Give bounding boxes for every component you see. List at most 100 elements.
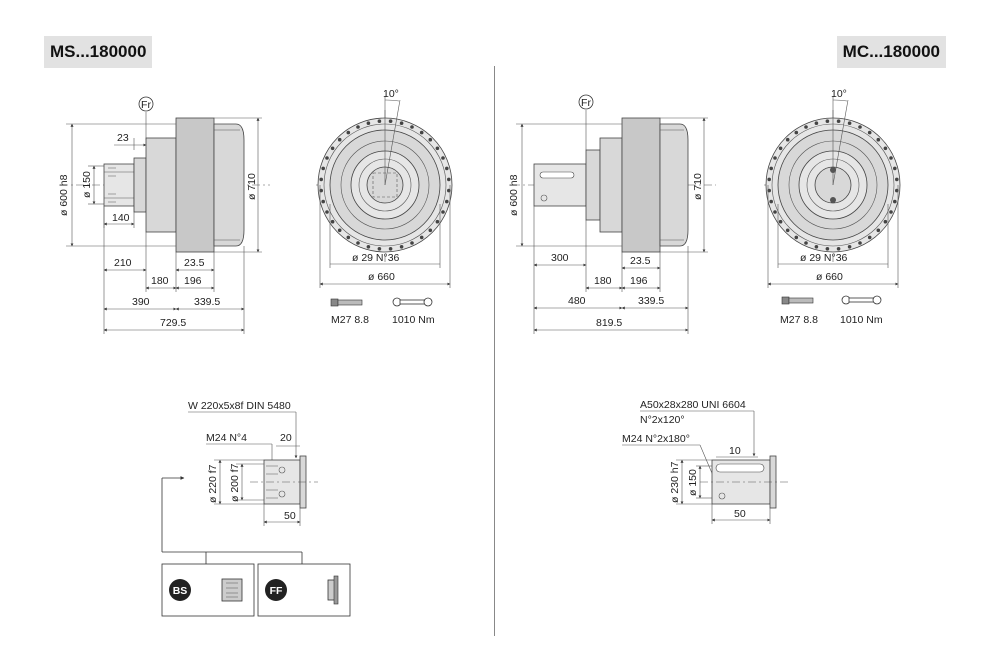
bolt-hole bbox=[319, 188, 324, 193]
center-divider bbox=[494, 66, 495, 636]
right-dim-300: 300 bbox=[551, 252, 569, 264]
bolt-hole bbox=[769, 199, 773, 204]
bolt-hole bbox=[419, 235, 424, 240]
bolt-hole bbox=[330, 146, 335, 151]
bolt-hole bbox=[895, 188, 899, 193]
right-dim-23-5: 23.5 bbox=[630, 255, 651, 267]
bolt-hole bbox=[319, 177, 324, 182]
bolt-hole bbox=[445, 199, 449, 204]
left-dim-600: ø 600 h8 bbox=[58, 174, 70, 216]
bolt-hole bbox=[410, 241, 414, 245]
left-dim-20: 20 bbox=[280, 432, 292, 444]
bolt-hole bbox=[794, 235, 799, 240]
bolt-hole bbox=[773, 156, 777, 160]
bolt-hole bbox=[366, 245, 371, 249]
right-thread-label: M24 N°2x180° bbox=[622, 433, 690, 445]
bolt-hole bbox=[366, 121, 371, 125]
left-dim-150: ø 150 bbox=[81, 171, 93, 198]
bolt-hole bbox=[804, 241, 808, 245]
bolt-hole bbox=[428, 228, 433, 233]
right-front-view: 10° ø 29 N°36 ø 660 M27 8.8 1010 Nm bbox=[764, 88, 902, 326]
bolt-hole bbox=[836, 247, 841, 251]
bolt-hole bbox=[767, 188, 771, 193]
left-model-title: MS...180000 bbox=[44, 36, 153, 68]
left-dim-339-5: 339.5 bbox=[194, 296, 220, 308]
left-shaft-detail: W 220x5x8f DIN 5480 M24 N°4 20 ø 220 f7 … bbox=[188, 400, 318, 526]
option-ff-box: FF bbox=[257, 563, 351, 617]
left-dim-23-5: 23.5 bbox=[184, 257, 205, 269]
bolt-hole bbox=[388, 119, 393, 123]
right-torque-label: 1010 Nm bbox=[840, 314, 883, 326]
bolt-hole bbox=[769, 166, 773, 171]
left-fr-label: Fr bbox=[141, 99, 151, 111]
bolt-hole bbox=[435, 146, 440, 151]
bolt-hole bbox=[883, 146, 888, 151]
right-wrench-icon bbox=[841, 295, 882, 305]
bolt-hole bbox=[825, 119, 830, 123]
right-fr-label: Fr bbox=[581, 97, 591, 109]
left-dim-50: 50 bbox=[284, 510, 296, 522]
bolt-hole bbox=[895, 177, 899, 182]
bolt-hole bbox=[893, 199, 897, 204]
bolt-hole bbox=[785, 228, 790, 233]
bolt-hole bbox=[441, 210, 445, 214]
bolt-hole bbox=[441, 156, 445, 160]
bolt-hole bbox=[858, 125, 862, 129]
left-dim-200: ø 200 f7 bbox=[229, 463, 241, 502]
bolt-hole bbox=[377, 119, 382, 123]
right-bolt-icon bbox=[781, 296, 790, 305]
bolt-hole bbox=[773, 210, 777, 214]
bolt-hole bbox=[377, 247, 382, 251]
left-side-view: Fr 23 ø 600 h8 ø 150 140 ø 710 210 bbox=[58, 96, 270, 334]
bolt-hole bbox=[876, 228, 881, 233]
bolt-hole bbox=[337, 137, 342, 142]
right-bolt-label: M27 8.8 bbox=[780, 314, 818, 326]
bolt-hole bbox=[804, 125, 808, 129]
bolt-hole bbox=[778, 146, 783, 151]
left-dim-710: ø 710 bbox=[246, 173, 258, 200]
left-bolt-label: M27 8.8 bbox=[331, 314, 369, 326]
bolt-hole bbox=[883, 219, 888, 224]
left-torque-label: 1010 Nm bbox=[392, 314, 435, 326]
right-dim-10: 10 bbox=[729, 445, 741, 457]
right-dim-710: ø 710 bbox=[692, 173, 704, 200]
bolt-hole bbox=[785, 137, 790, 142]
bolt-hole bbox=[435, 219, 440, 224]
right-key-label: A50x28x280 UNI 6604 bbox=[640, 399, 746, 411]
left-dim-729-5: 729.5 bbox=[160, 317, 186, 329]
bolt-hole bbox=[778, 219, 783, 224]
bolt-hole bbox=[356, 241, 360, 245]
option-ff-badge: FF bbox=[270, 585, 283, 597]
bolt-hole bbox=[337, 228, 342, 233]
bolt-hole bbox=[889, 156, 893, 160]
left-angle-label: 10° bbox=[383, 88, 399, 100]
bolt-hole bbox=[399, 245, 404, 249]
right-holes-label: ø 29 N°36 bbox=[800, 252, 848, 264]
bolt-hole bbox=[321, 166, 326, 171]
bolt-hole bbox=[419, 130, 424, 135]
bolt-hole bbox=[321, 199, 326, 204]
right-dim-819-5: 819.5 bbox=[596, 317, 622, 329]
bolt-hole bbox=[767, 177, 771, 182]
right-dim-339-5: 339.5 bbox=[638, 295, 664, 307]
bolt-hole bbox=[847, 121, 852, 125]
right-dim-150: ø 150 bbox=[687, 469, 699, 496]
bolt-hole bbox=[447, 177, 451, 182]
left-dim-140: 140 bbox=[112, 212, 130, 224]
bolt-hole bbox=[858, 241, 862, 245]
bolt-hole bbox=[356, 125, 360, 129]
bolt-hole bbox=[836, 119, 841, 123]
right-angle-label: 10° bbox=[831, 88, 847, 100]
bolt-hole bbox=[794, 130, 799, 135]
right-dim-600: ø 600 h8 bbox=[508, 174, 520, 216]
bolt-hole bbox=[325, 210, 329, 214]
option-bs-badge: BS bbox=[173, 585, 188, 597]
left-dim-196: 196 bbox=[184, 275, 202, 287]
left-dim-390: 390 bbox=[132, 296, 150, 308]
options-connector bbox=[161, 476, 303, 564]
right-key2-label: N°2x120° bbox=[640, 414, 685, 426]
right-dim-180: 180 bbox=[594, 275, 612, 287]
bolt-hole bbox=[814, 121, 819, 125]
right-dim-50: 50 bbox=[734, 508, 746, 520]
